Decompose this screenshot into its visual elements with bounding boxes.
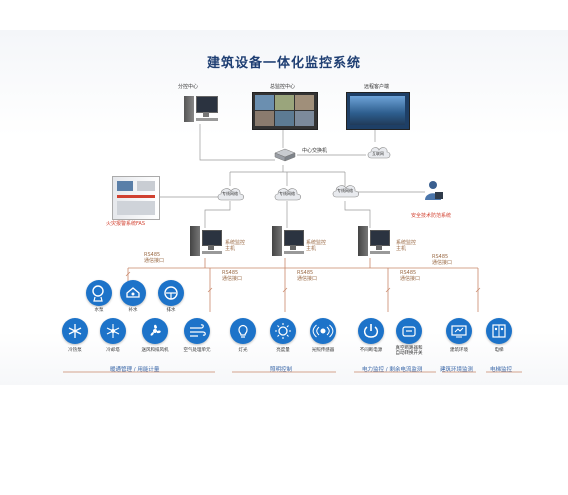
rs485-label-3: RS485 通信接口: [297, 270, 318, 282]
host-label-2: 系统监控 主机: [306, 240, 327, 252]
pump-icon: [86, 280, 112, 306]
system-host-2: [272, 226, 304, 258]
line-net-host1: [204, 201, 231, 228]
security-label: 安全技术防范系统: [411, 213, 452, 219]
line-net-host3: [344, 201, 371, 228]
line-switch-privatenets: [229, 165, 346, 186]
rs485-label-2: RS485 通信接口: [222, 270, 243, 282]
power-icon: [358, 318, 384, 344]
label-fan: 送风和排风机: [141, 348, 169, 353]
label-power: 不间断电源: [359, 348, 383, 353]
line-subcenter-switch: [199, 124, 275, 161]
group-label-hvac: 暖通管理 / 用能计量: [110, 367, 160, 373]
breaker-icon: [396, 318, 422, 344]
label-heat-pump: 冷热泵: [68, 348, 82, 353]
center-switch-icon: [273, 147, 297, 162]
group-label-lighting: 照明控制: [270, 367, 293, 373]
fire-alarm-cabinet: [112, 176, 160, 220]
group-label-power: 电力监控 / 剩余电流监测: [362, 367, 423, 373]
label-elevator: 电梯: [494, 348, 504, 353]
light-bulb-icon: [230, 318, 256, 344]
cooling-tower-icon: [100, 318, 126, 344]
private-network-cloud-1: [216, 185, 246, 202]
elevator-icon: [486, 318, 512, 344]
system-host-1: [190, 226, 222, 258]
label-drain: 排水: [166, 308, 176, 313]
label-light: 灯光: [238, 348, 248, 353]
system-host-3: [358, 226, 390, 258]
rs485-label-1: RS485 通信接口: [144, 252, 165, 264]
private-network-cloud-3: [331, 182, 361, 199]
label-cooling-tower: 冷却塔: [106, 348, 120, 353]
rs485-label-5: RS485 通信接口: [432, 254, 453, 266]
private-network-label-3: 专线网络: [337, 188, 353, 193]
light-sensor-icon: [310, 318, 336, 344]
subcenter-label: 分控中心: [178, 84, 199, 90]
drain-icon: [158, 280, 184, 306]
heat-pump-icon: [62, 318, 88, 344]
fire-alarm-label: 火灾报警系统FAS: [106, 221, 146, 227]
center-switch-label: 中心交换机: [302, 148, 328, 154]
private-network-label-1: 专线网络: [222, 191, 238, 196]
main-center-label: 总监控中心: [270, 84, 296, 90]
label-environment: 建筑环境: [450, 348, 468, 353]
bus-main: [128, 258, 478, 269]
label-brightness: 亮度量: [276, 348, 290, 353]
label-water-supply: 补水: [128, 308, 138, 313]
private-network-label-2: 专线网络: [279, 191, 295, 196]
host-label-3: 系统监控 主机: [396, 240, 417, 252]
label-air-handling: 空气处理单元: [183, 348, 211, 353]
subcenter-computer: [184, 92, 218, 126]
security-camera-icon: [422, 178, 444, 202]
label-breaker: 真空断路器和 自动转换开关: [395, 346, 423, 356]
environment-monitor-icon: [446, 318, 472, 344]
main-monitor-wall: [252, 92, 318, 130]
brightness-icon: [270, 318, 296, 344]
water-supply-icon: [120, 280, 146, 306]
label-pump: 水泵: [94, 308, 104, 313]
group-label-environment: 建筑环境监测: [440, 367, 474, 373]
fan-icon: [142, 318, 168, 344]
diagram-title: 建筑设备一体化监控系统: [206, 56, 361, 71]
label-light-sensor: 光照传感器: [311, 348, 335, 353]
group-label-elevator: 电梯监控: [490, 367, 513, 373]
rs485-label-4: RS485 通信接口: [400, 270, 421, 282]
host-label-1: 系统监控 主机: [225, 240, 246, 252]
internet-cloud-icon: [366, 144, 392, 160]
air-handling-icon: [184, 318, 210, 344]
internet-label: 互联网: [372, 151, 384, 156]
remote-client-label: 远程客户端: [364, 84, 390, 90]
private-network-cloud-2: [273, 185, 303, 202]
remote-client-screen: [346, 92, 410, 130]
